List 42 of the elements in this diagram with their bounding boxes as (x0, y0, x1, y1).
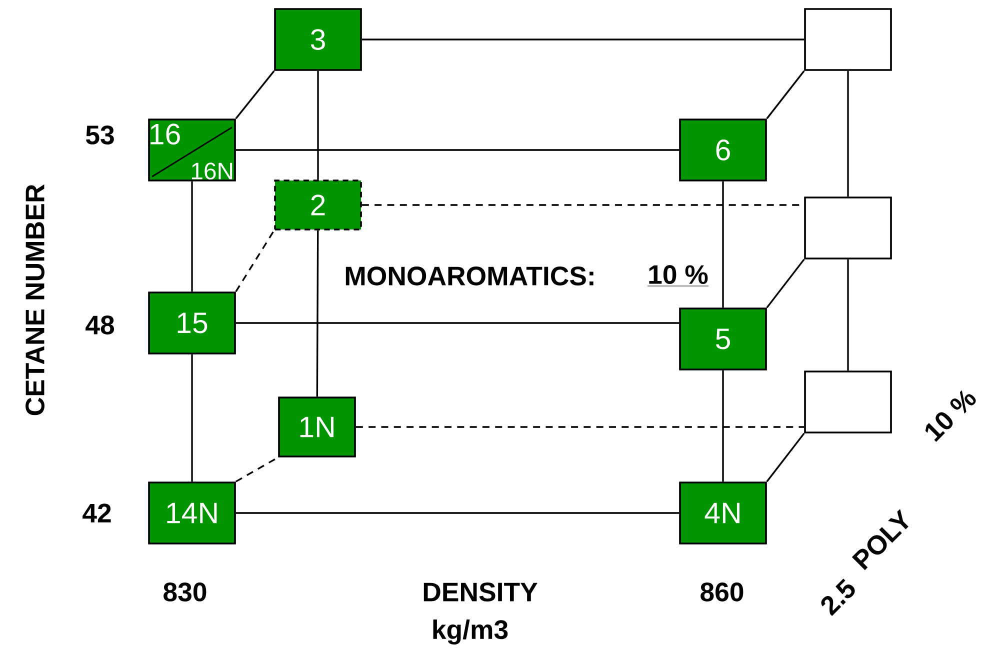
connector-line (316, 230, 319, 397)
axis-label: 48 (86, 316, 114, 334)
sample-box: 14N (148, 482, 236, 544)
sample-box: 5 (679, 308, 767, 370)
sample-box: 3 (274, 8, 362, 71)
axis-label: kg/m3 (433, 619, 508, 644)
axis-label: 830 (164, 582, 206, 602)
connector-line (191, 354, 193, 482)
sample-box: 1N (278, 396, 356, 458)
connector-line (722, 370, 724, 482)
connector-line (356, 426, 804, 428)
connector-line (235, 230, 275, 292)
sample-box: 6 (679, 118, 767, 182)
sample-box: 4N (679, 482, 767, 544)
connector-line (362, 38, 804, 40)
connector-line (847, 259, 849, 371)
connector-line (235, 70, 275, 120)
axis-label: 53 (86, 126, 114, 144)
connector-line (236, 512, 680, 514)
split-box: 16 16N (148, 118, 236, 182)
empty-box (804, 196, 892, 260)
connector-line (236, 322, 680, 324)
axis-label: 10 % (647, 265, 709, 286)
connector-line (722, 181, 724, 308)
axis-label: CETANE NUMBER (26, 184, 44, 416)
connector-line (766, 70, 805, 120)
connector-line (191, 181, 193, 292)
connector-line (236, 149, 680, 151)
empty-box (804, 8, 892, 71)
sample-box: 2 (274, 180, 362, 230)
connector-line (847, 70, 849, 197)
axis-label: DENSITY (424, 582, 538, 602)
empty-box (804, 370, 892, 434)
connector-line (766, 432, 805, 482)
axis-label: 10 % (925, 390, 976, 442)
connector-line (766, 258, 805, 308)
axis-label: 860 (700, 582, 744, 602)
sample-box: 15 (148, 292, 236, 354)
axis-label: MONOAROMATICS: (346, 266, 594, 286)
axis-label: 42 (82, 504, 111, 522)
connector-line (317, 70, 319, 180)
axis-label: 2.5 (821, 578, 855, 616)
